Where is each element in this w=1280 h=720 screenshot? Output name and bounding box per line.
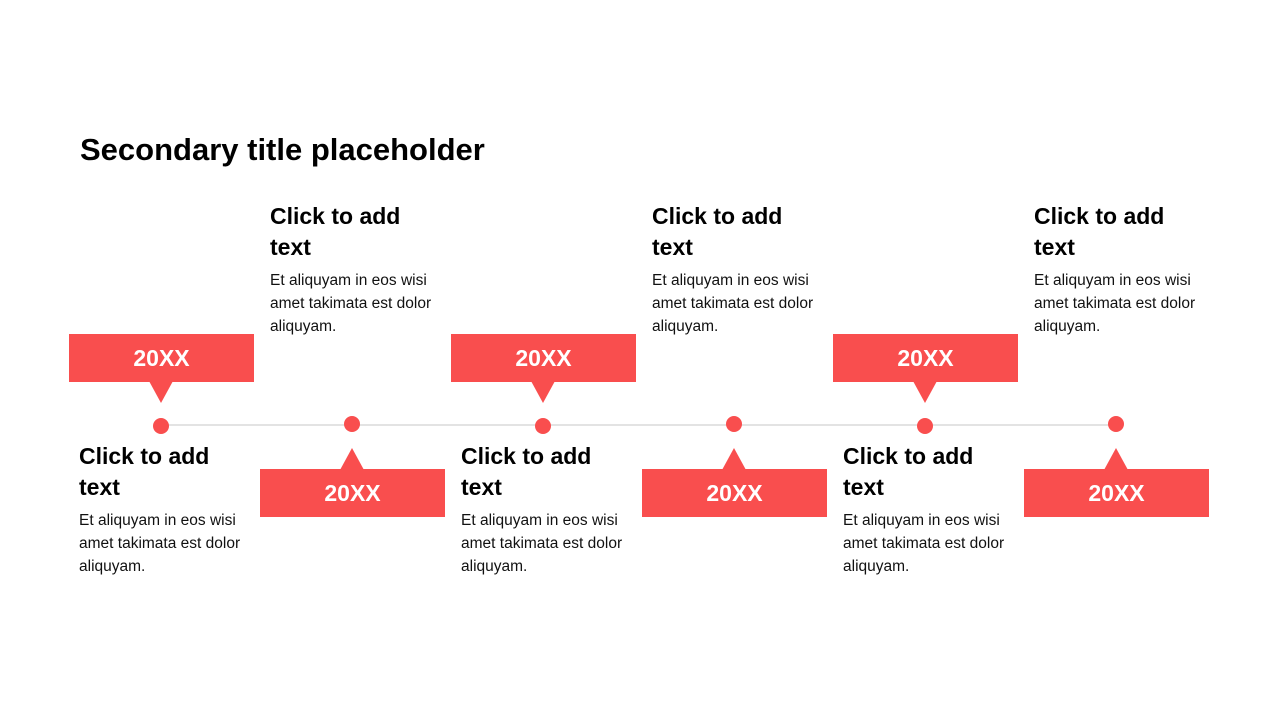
- milestone-body[interactable]: Et aliquyam in eos wisi amet takimata es…: [270, 272, 432, 335]
- slide-title[interactable]: Secondary title placeholder: [80, 132, 485, 167]
- badge-pointer: [531, 381, 555, 403]
- milestone-body[interactable]: Et aliquyam in eos wisi amet takimata es…: [1034, 272, 1196, 335]
- milestone-body[interactable]: Et aliquyam in eos wisi amet takimata es…: [79, 512, 241, 575]
- timeline-dot: [535, 418, 551, 434]
- milestone-text-block: Click to add text Et aliquyam in eos wis…: [79, 441, 254, 578]
- year-badge[interactable]: 20XX: [833, 334, 1018, 382]
- milestone-text-block: Click to add text Et aliquyam in eos wis…: [461, 441, 636, 578]
- milestone-heading[interactable]: Click to add text: [461, 443, 592, 500]
- timeline-dot: [153, 418, 169, 434]
- badge-pointer: [149, 381, 173, 403]
- milestone-text-block: Click to add text Et aliquyam in eos wis…: [652, 201, 827, 338]
- year-badge[interactable]: 20XX: [451, 334, 636, 382]
- timeline-dot: [917, 418, 933, 434]
- milestone-body[interactable]: Et aliquyam in eos wisi amet takimata es…: [461, 512, 623, 575]
- milestone-heading[interactable]: Click to add text: [843, 443, 974, 500]
- timeline-line: [161, 424, 1117, 426]
- badge-pointer: [340, 448, 364, 470]
- milestone-text-block: Click to add text Et aliquyam in eos wis…: [1034, 201, 1209, 338]
- milestone-body[interactable]: Et aliquyam in eos wisi amet takimata es…: [843, 512, 1005, 575]
- timeline-dot: [726, 416, 742, 432]
- timeline-dot: [344, 416, 360, 432]
- badge-pointer: [913, 381, 937, 403]
- year-badge[interactable]: 20XX: [69, 334, 254, 382]
- milestone-heading[interactable]: Click to add text: [270, 203, 401, 260]
- milestone-body[interactable]: Et aliquyam in eos wisi amet takimata es…: [652, 272, 814, 335]
- milestone-text-block: Click to add text Et aliquyam in eos wis…: [843, 441, 1018, 578]
- timeline-dot: [1108, 416, 1124, 432]
- badge-pointer: [722, 448, 746, 470]
- year-badge[interactable]: 20XX: [642, 469, 827, 517]
- milestone-heading[interactable]: Click to add text: [79, 443, 210, 500]
- milestone-heading[interactable]: Click to add text: [652, 203, 783, 260]
- year-badge[interactable]: 20XX: [260, 469, 445, 517]
- milestone-text-block: Click to add text Et aliquyam in eos wis…: [270, 201, 445, 338]
- milestone-heading[interactable]: Click to add text: [1034, 203, 1165, 260]
- badge-pointer: [1104, 448, 1128, 470]
- year-badge[interactable]: 20XX: [1024, 469, 1209, 517]
